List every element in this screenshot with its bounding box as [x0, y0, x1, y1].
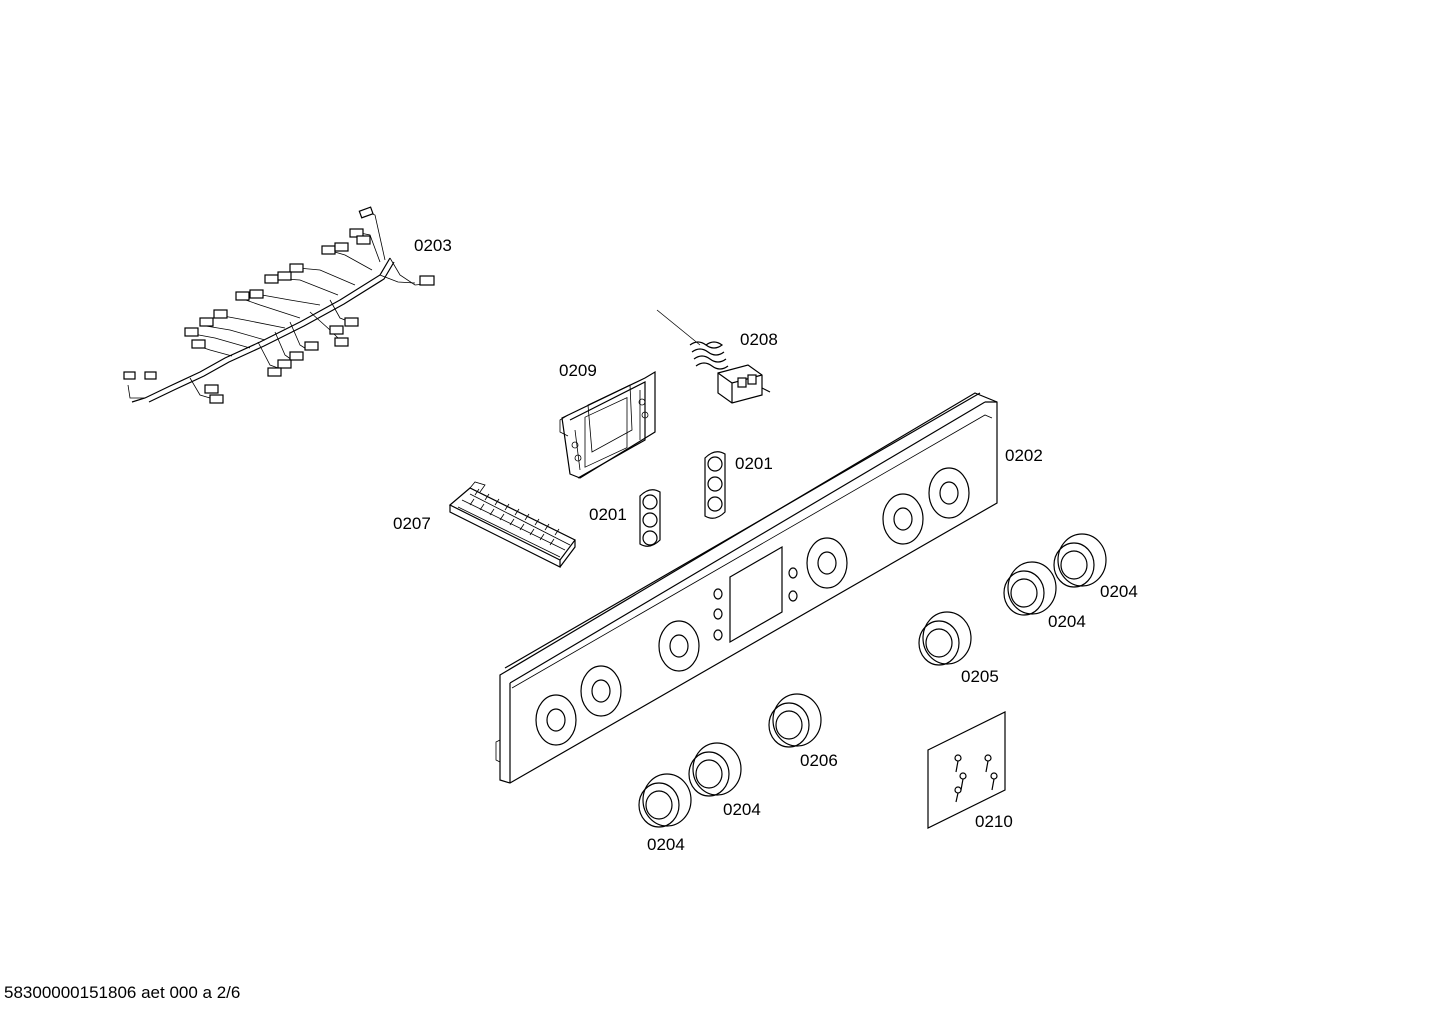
knob-0204-mid-right[interactable]	[1003, 561, 1057, 616]
knob-0204-lower-left[interactable]	[638, 773, 692, 828]
label-0202: 0202	[1005, 446, 1043, 465]
label-0208: 0208	[740, 330, 778, 349]
label-0205: 0205	[961, 667, 999, 686]
label-0201-left: 0201	[589, 505, 627, 524]
label-0204-lower-left: 0204	[647, 835, 685, 854]
knob-seal-0201-right[interactable]	[704, 451, 726, 519]
control-panel-0202[interactable]	[495, 392, 998, 784]
knob-0204-lower-mid[interactable]	[688, 742, 742, 797]
label-0209: 0209	[559, 361, 597, 380]
label-0201-right: 0201	[735, 454, 773, 473]
knob-seal-0201-left[interactable]	[639, 489, 661, 547]
wiring-harness-0203[interactable]	[123, 206, 435, 404]
terminal-block-0207[interactable]	[448, 481, 576, 568]
label-0206: 0206	[800, 751, 838, 770]
document-id-footer: 58300000151806 aet 000 a 2/6	[4, 983, 241, 1002]
knob-0204-top-right[interactable]	[1053, 533, 1107, 588]
screw-set-0210[interactable]	[927, 711, 1006, 829]
label-0204-lower-mid: 0204	[723, 800, 761, 819]
control-module-0209[interactable]	[559, 370, 656, 479]
thermostat-0208[interactable]	[656, 309, 771, 404]
label-0210: 0210	[975, 812, 1013, 831]
knob-0205[interactable]	[918, 611, 972, 666]
knob-0206[interactable]	[768, 693, 822, 748]
label-0203: 0203	[414, 236, 452, 255]
label-0204-mid-right: 0204	[1048, 612, 1086, 631]
label-0207: 0207	[393, 514, 431, 533]
label-0204-top-right: 0204	[1100, 582, 1138, 601]
